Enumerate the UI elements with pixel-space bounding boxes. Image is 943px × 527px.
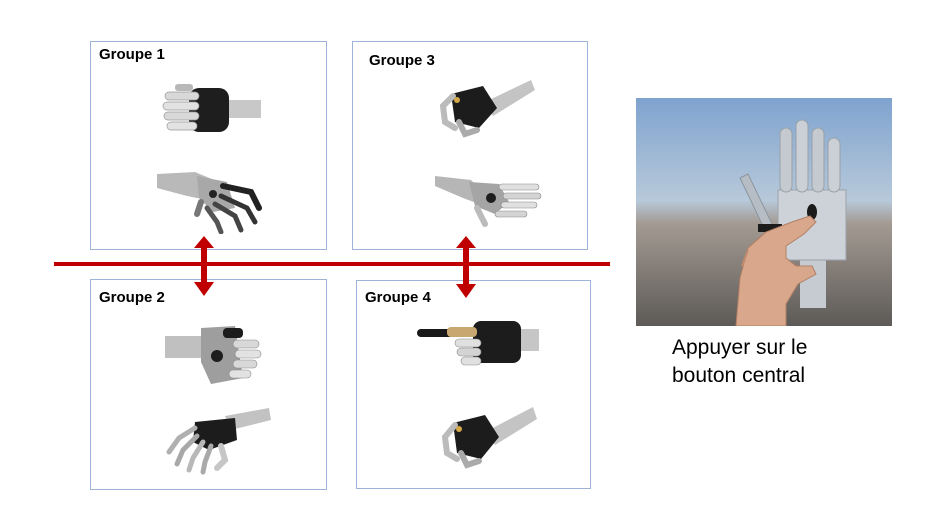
double-arrow-right-icon	[456, 236, 476, 298]
group-2-label: Groupe 2	[99, 289, 165, 306]
instruction-line-2: bouton central	[672, 364, 806, 387]
hand-closed-fist-image	[162, 84, 261, 132]
group-3-label: Groupe 3	[369, 52, 435, 69]
hand-pinch-grip-image	[439, 80, 535, 138]
hand-open-palm-image	[157, 172, 262, 234]
group-1-panel: Groupe 1	[90, 41, 327, 250]
instruction-caption: Appuyer sur le bouton central	[672, 334, 892, 390]
group-2-panel: Groupe 2	[90, 279, 327, 490]
instruction-line-1: Appuyer sur le	[672, 336, 808, 359]
hand-relaxed-image	[166, 408, 271, 475]
group-3-panel: Groupe 3	[352, 41, 588, 250]
hand-pointing-image	[417, 321, 539, 366]
group-1-label: Groupe 1	[99, 46, 165, 63]
hand-pinch-grip-2-image	[441, 407, 537, 469]
hand-open-palm-up-image	[435, 176, 542, 227]
hand-fist-side-image	[165, 326, 262, 384]
double-arrow-left-icon	[194, 236, 214, 296]
group-4-panel: Groupe 4	[356, 280, 591, 489]
vr-scene-image	[636, 98, 892, 326]
group-4-label: Groupe 4	[365, 289, 431, 306]
